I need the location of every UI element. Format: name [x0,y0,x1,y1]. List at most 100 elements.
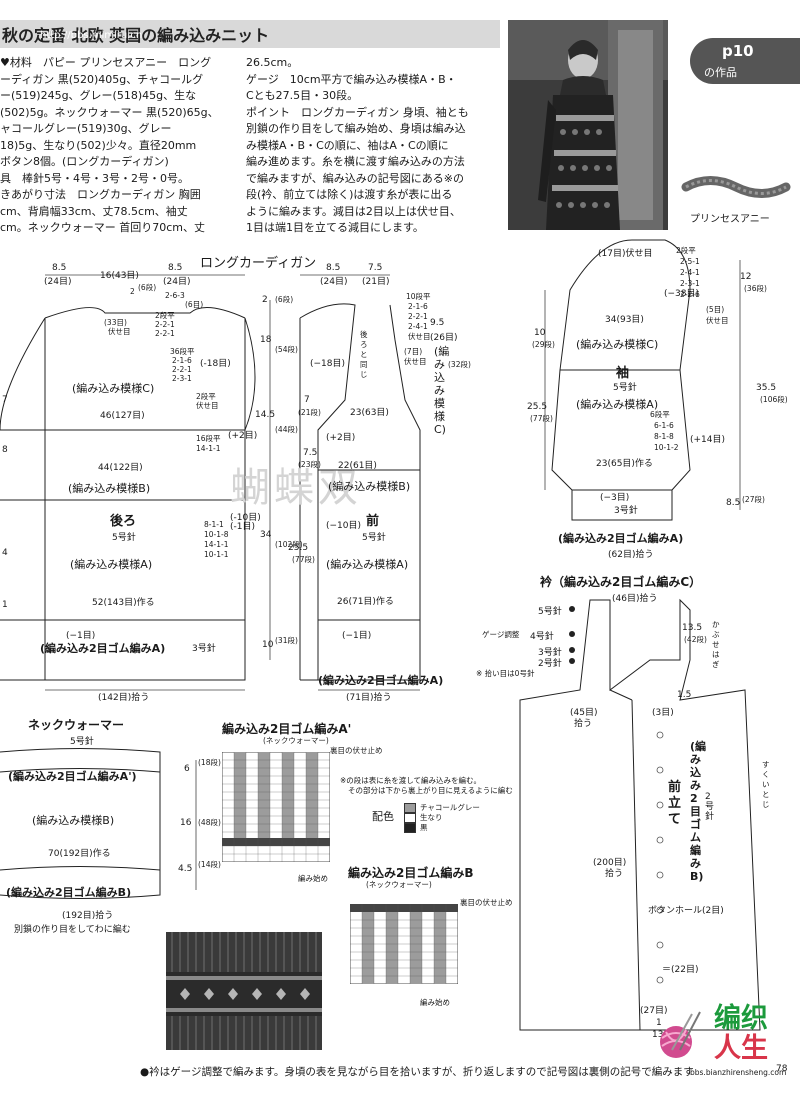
sleeve-pattern-c: (編み込み模様C) [576,338,659,351]
sleeve-inc: 10-1-2 [654,443,679,452]
front-side-dim: 9.5 [430,318,445,328]
chart-a-grid [221,751,331,866]
back-minus1: (−1目) [66,631,96,641]
front-neck-label: 2-4-1 [408,322,428,331]
materials-line: ♥材料 パピー プリンセスアニー ロング [0,56,212,69]
collar-needle-markers [569,606,575,664]
yarn-label: プリンセスアニー [690,214,770,225]
front-left-dim: 25.5 [288,543,309,553]
gauge-text: 26.5cm。 ゲージ 10cm平方で編み込み模様A・B・ Cとも27.5目・3… [246,55,469,237]
page-badge [690,38,800,84]
collar-right-note: かぶせはぎ [712,620,720,669]
gauge-line: み模様A・B・Cの順に、袖はA・Cの順に [246,138,449,152]
back-pattern-c: (編み込み模様C) [72,382,155,395]
sleeve-w23: 23(65目)作る [596,459,653,469]
back-left-num: 4 [2,548,8,558]
center-dim: 14.5 [255,410,276,420]
front-neck-label: 伏せ目 [408,332,431,341]
sleeve-top: (17目)伏せ目 [598,249,653,259]
neck-warmer-dim: 4.5 [178,864,193,874]
collar-pickup-note: ※ 拾い目は0号針 [476,669,535,678]
front-top-dim: (24目) [320,277,348,287]
back-neck-label: 2-6-3 [165,291,185,300]
legend-swatch-cream [404,813,416,823]
yarn-ball-icon [660,1011,701,1058]
back-pattern-b: (編み込み模様B) [68,482,151,495]
neck-warmer-dim: (14段) [198,860,221,869]
front-left-dim: (−18目) [310,359,346,369]
neck-warmer-needle: 5号針 [70,737,94,747]
neck-warmer-dim: (18段) [198,758,221,767]
watermark: 蝴蝶双 [230,465,362,511]
sleeve-left-dim: 10 [534,328,546,338]
yarn-icon [680,170,792,204]
materials-line: cm。ネックウォーマー 首回り70cm、丈 [0,221,206,234]
materials-line: cm、背肩幅33cm、丈78.5cm、袖丈 [0,204,188,218]
sleeve-right-dim: 35.5 [756,383,777,393]
gauge-line: ゲージ 10cm平方で編み込み模様A・B・ [246,72,457,86]
materials-line: ー(519)245g、グレー(518)45g、生な [0,89,197,102]
sleeve-left-dim: (77段) [530,414,553,423]
back-outline [44,318,246,681]
legend-swatch-charcoal [404,803,416,813]
center-dim: (6段) [275,295,294,304]
front-side-dim: (32段) [448,360,471,369]
page-badge-caption: の作品 [704,66,737,79]
url-overlay: http://bbs.mimiru.cn [40,30,143,41]
neck-warmer-photo [166,932,322,1050]
buttonhole-markers [656,731,664,984]
sleeve-right-dim: (27段) [742,495,765,504]
legend-black: 黒 [420,823,428,832]
back-neck-label: 伏せ目 [108,327,131,336]
back-width-46: 46(127目) [100,411,145,421]
sleeve-right-dim: (36段) [744,284,767,293]
collar-gauge-adjust: ゲージ調整 [482,630,520,639]
front-rib: (編み込み2目ゴム編みA) [318,674,444,687]
collar-bottom-dim: 13 [652,1030,664,1040]
sleeve-pattern-a: (編み込み模様A) [576,398,659,411]
back-side-label: 8-1-1 [204,520,224,529]
back-top-dim: 8.5 [168,263,183,273]
collar-pick200: 拾う [605,869,624,879]
model-photo [508,20,668,230]
center-dim: 2 [262,295,268,305]
header-band [0,20,500,48]
collar-eq22: ＝(22目) [662,965,699,975]
front-neck-label: 10段平 [406,292,431,301]
model-photo-graphic [508,20,668,230]
gauge-line: で編みますが、編み込みの記号図にある※の [246,171,464,185]
front-pattern-a: (編み込み模様A) [326,558,409,571]
chart-a-top-note: 裏目の伏せ止め [330,746,383,755]
page-number: 78 [776,1064,788,1074]
sleeve-right-dim: 12 [740,272,752,282]
sleeve-minus38: (−38目) [664,289,700,299]
back-side-label: 14-1-1 [204,540,229,549]
materials-line: ボタン8個。(ロングカーディガン) [0,155,169,168]
front-left-dim: 7 [304,395,310,405]
front-neck-label: 2-2-1 [408,312,428,321]
logo-char: 编织 [714,1003,768,1034]
sleeve-rib: (編み込み2目ゴム編みA) [558,532,684,545]
sleeve-cap: 2段平 [676,246,696,255]
neck-warmer-note: 別鎖の作り目をしてわに編む [14,925,131,935]
chart-note: その部分は下から裏上がり目に見えるように編む [348,786,513,795]
back-side-label: (-18目) [200,359,231,369]
front-left-dim: (+2目) [326,433,356,443]
back-side-label: 10-1-1 [204,550,229,559]
front-left-dim: (23段) [298,460,321,469]
back-armhole-label: 2-3-1 [172,374,192,383]
materials-line: きあがり寸法 ロングカーディガン 胸囲 [0,188,201,201]
legend-title: 配色 [372,810,394,823]
chart-a-start: 編み始め [298,874,328,883]
center-dim: (44段) [275,425,298,434]
sleeve-cap: 2-3-1 [680,279,700,288]
back-left-num: 7 [2,395,8,405]
materials-line: ャコールグレー(519)30g、グレー [0,122,172,135]
center-dim: 18 [260,335,272,345]
sleeve-inc: 6段平 [650,410,670,419]
front-left-dim: (21段) [298,408,321,417]
sleeve-cap: 2-2-6 [680,290,700,299]
gauge-line: 段(衿、前立ては除く)は渡す糸が表に出る [246,188,453,201]
back-left-num: 8 [2,445,8,455]
